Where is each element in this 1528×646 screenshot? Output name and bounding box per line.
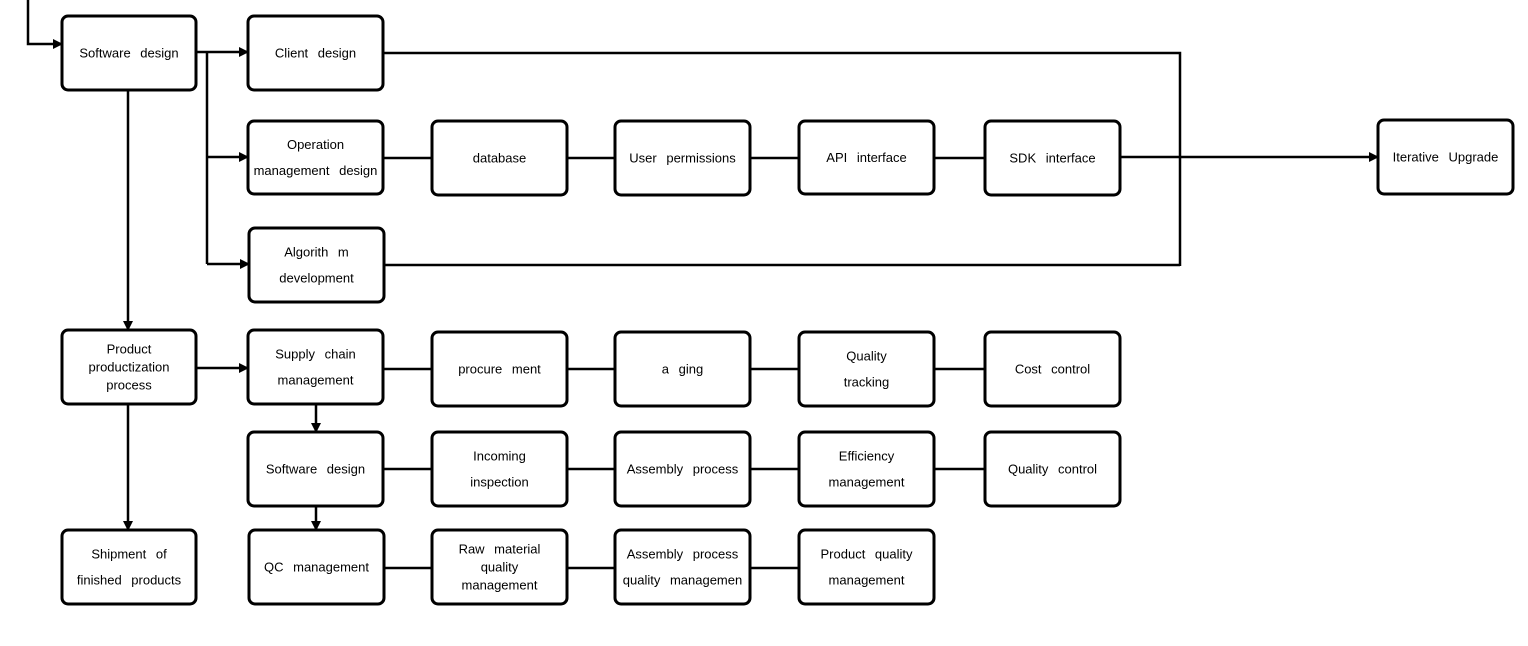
node-label: Assembly process — [627, 547, 739, 562]
node-label: process — [106, 378, 152, 393]
node-api-interface: API interface — [797, 119, 936, 196]
node-assembly-process: Assembly process — [613, 430, 752, 508]
node-box — [246, 430, 385, 508]
node-box — [613, 528, 752, 606]
node-box — [60, 328, 198, 406]
node-box — [613, 430, 752, 508]
node-box — [613, 119, 752, 197]
node-label: SDK interface — [1009, 151, 1095, 166]
node-software-design-top: Software design — [60, 14, 198, 92]
node-label: development — [279, 271, 354, 286]
node-user-permissions: User permissions — [613, 119, 752, 197]
node-label: Software design — [266, 462, 365, 477]
node-label: a ging — [662, 362, 703, 377]
node-quality-tracking: Quality tracking — [797, 330, 936, 408]
node-assembly-process-quality-management: Assembly process quality managemen — [613, 528, 752, 606]
node-label: Incoming — [473, 449, 526, 464]
node-product-quality-management: Product quality management — [797, 528, 936, 606]
node-box — [60, 528, 198, 606]
node-supply-chain-management: Supply chain management — [246, 328, 385, 406]
node-label: productization — [89, 360, 170, 375]
node-label: Software design — [79, 46, 178, 61]
node-cost-control: Cost control — [983, 330, 1122, 408]
node-box — [797, 430, 936, 508]
node-label: procure ment — [458, 362, 541, 377]
node-client-design: Client design — [246, 14, 385, 92]
node-box — [797, 528, 936, 606]
node-label: management — [278, 373, 354, 388]
node-box — [983, 330, 1122, 408]
node-box — [430, 528, 569, 606]
edge-incoming-software-design — [26, 0, 63, 49]
node-incoming-inspection: Incoming inspection — [430, 430, 569, 508]
node-box — [1376, 118, 1515, 196]
node-operation-management-design: Operation management design — [246, 119, 385, 196]
node-label: management — [462, 578, 538, 593]
node-label: Algorith m — [284, 245, 349, 260]
node-shipment-finished-products: Shipment of finished products — [60, 528, 198, 606]
node-efficiency-management: Efficiency management — [797, 430, 936, 508]
node-quality-control: Quality control — [983, 430, 1122, 508]
node-label: Cost control — [1015, 362, 1090, 377]
node-box — [983, 430, 1122, 508]
node-label: Iterative Upgrade — [1393, 150, 1499, 165]
node-box — [247, 528, 386, 606]
node-label: Shipment of — [91, 547, 167, 562]
node-software-design-mid: Software design — [246, 430, 385, 508]
node-label: management design — [254, 163, 378, 178]
node-label: Operation — [287, 137, 344, 152]
node-box — [246, 328, 385, 406]
edge-client-to-merge — [383, 51, 1182, 266]
node-label: finished products — [77, 573, 182, 588]
node-label: Supply chain — [275, 347, 355, 362]
node-box — [613, 330, 752, 408]
node-box — [246, 14, 385, 92]
node-box — [247, 226, 386, 304]
node-label: API interface — [826, 150, 906, 165]
node-label: database — [473, 151, 527, 166]
node-box — [430, 119, 569, 197]
node-label: quality managemen — [623, 573, 742, 588]
node-procurement: procure ment — [430, 330, 569, 408]
node-box — [60, 14, 198, 92]
node-algorithm-development: Algorith m development — [247, 226, 386, 304]
node-label: Quality — [846, 349, 887, 364]
node-label: Product — [107, 342, 152, 357]
node-box — [246, 119, 385, 196]
node-qc-management: QC management — [247, 528, 386, 606]
node-label: inspection — [470, 475, 529, 490]
node-iterative-upgrade: Iterative Upgrade — [1376, 118, 1515, 196]
node-label: Client design — [275, 46, 356, 61]
node-aging: a ging — [613, 330, 752, 408]
node-label: management — [829, 573, 905, 588]
node-box — [430, 330, 569, 408]
node-raw-material-quality-management: Raw material quality management — [430, 528, 569, 606]
node-label: QC management — [264, 560, 369, 575]
node-label: User permissions — [629, 151, 736, 166]
node-label: Raw material — [459, 542, 541, 557]
node-box — [983, 119, 1122, 197]
node-label: Assembly process — [627, 462, 739, 477]
node-label: Efficiency — [839, 449, 895, 464]
node-label: quality — [481, 560, 519, 575]
node-box — [430, 430, 569, 508]
node-label: Product quality — [821, 547, 913, 562]
node-database: database — [430, 119, 569, 197]
node-sdk-interface: SDK interface — [983, 119, 1122, 197]
node-product-productization-process: Product productization process — [60, 328, 198, 406]
node-box — [797, 330, 936, 408]
node-box — [797, 119, 936, 196]
node-label: Quality control — [1008, 462, 1097, 477]
connectors — [26, 0, 1379, 570]
node-label: tracking — [844, 375, 890, 390]
node-label: management — [829, 475, 905, 490]
